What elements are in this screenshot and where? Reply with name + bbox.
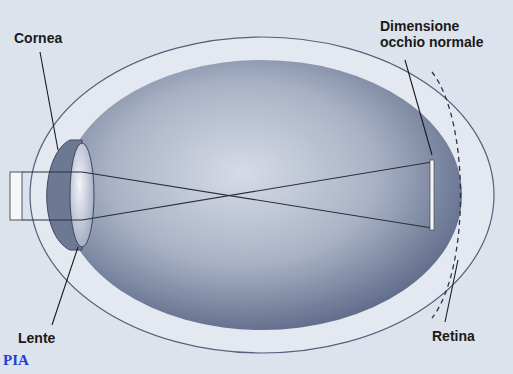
eyeball (62, 60, 462, 330)
lens-shape (70, 143, 94, 247)
light-rays (22, 162, 432, 228)
part-label: Cornea (14, 30, 62, 46)
sclera-outline (30, 37, 494, 353)
leader-lines (40, 52, 458, 325)
normal-size-curve (432, 72, 461, 318)
part-label: Retina (432, 328, 475, 344)
part-label: Dimensione occhio normale (380, 18, 506, 50)
image-symbol (430, 160, 434, 230)
object-symbol (10, 172, 22, 220)
part-label: Lente (18, 330, 55, 346)
title-fragment: PIA (3, 352, 29, 369)
